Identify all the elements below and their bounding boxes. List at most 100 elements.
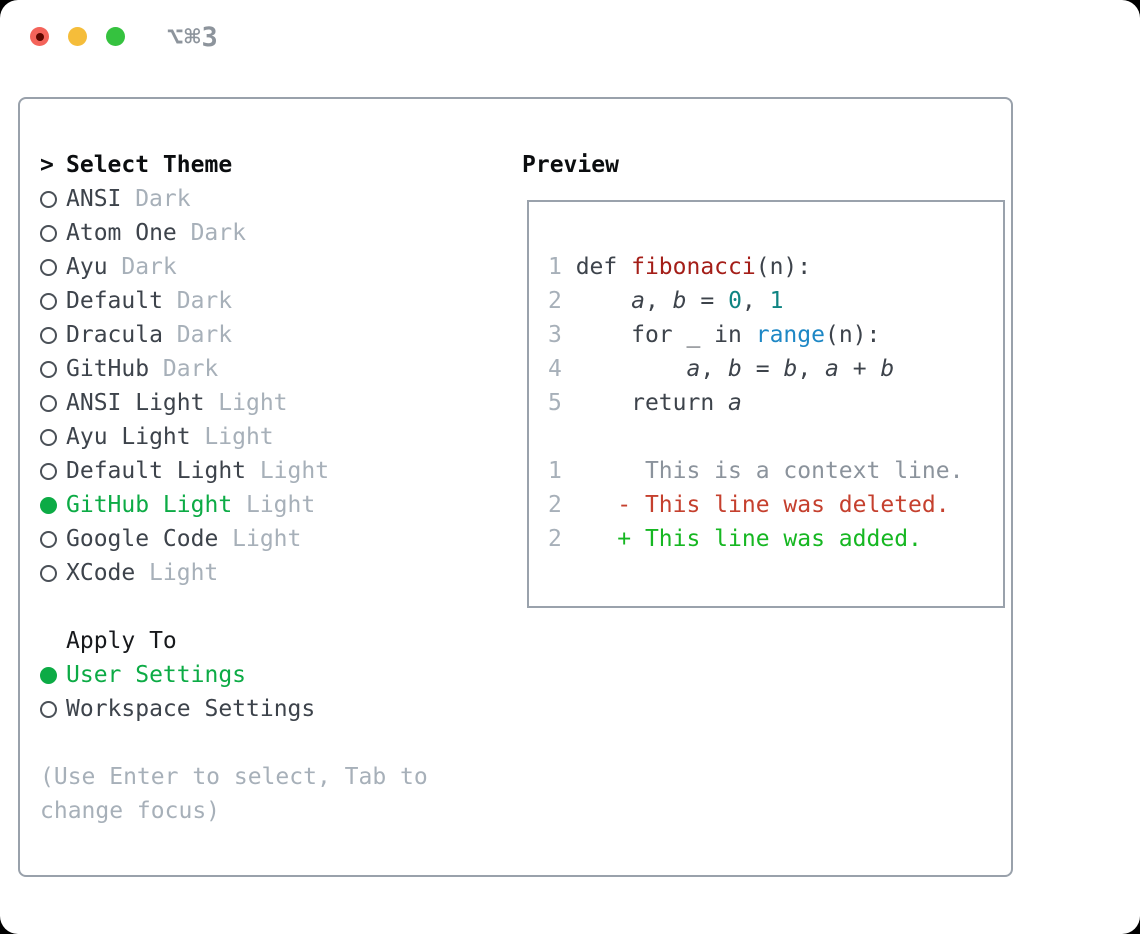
code-segment-code: ,: [644, 288, 673, 314]
apply-to-header: Apply To: [40, 624, 500, 658]
radio-icon: [40, 360, 57, 378]
option-label: Ayu Light: [66, 424, 191, 450]
code-segment-code: +: [838, 356, 881, 382]
option-variant-label: Dark: [176, 322, 233, 348]
theme-option[interactable]: GitHub Light Light: [40, 488, 500, 522]
radio-icon: [40, 462, 57, 480]
apply-to-label: Apply To: [66, 628, 177, 654]
code-segment-del: - This line was deleted.: [575, 492, 950, 518]
theme-option[interactable]: XCode Light: [40, 556, 500, 590]
code-segment-num: 4: [548, 356, 576, 382]
theme-option[interactable]: ANSI Light Light: [40, 386, 500, 420]
option-label: ANSI Light: [66, 390, 205, 416]
preview-code-line: 2 + This line was added.: [548, 522, 1003, 556]
code-segment-add: + This line was added.: [575, 526, 922, 552]
radio-icon: [40, 394, 57, 412]
code-segment-var: b: [672, 288, 687, 314]
radio-selected-icon: [40, 496, 57, 514]
preview-code-line: 1 def fibonacci(n):: [548, 250, 1003, 284]
code-segment-num: 1: [548, 254, 576, 280]
select-theme-label: Select Theme: [66, 152, 233, 178]
traffic-lights: [30, 27, 125, 46]
preview-code-line: 1 This is a context line.: [548, 454, 1003, 488]
preview-code-line: 5 return a: [548, 386, 1003, 420]
option-label: Ayu: [66, 254, 108, 280]
option-variant-label: Light: [218, 390, 288, 416]
code-segment-num: 2: [548, 526, 576, 552]
option-label: ANSI: [66, 186, 122, 212]
apply-to-option[interactable]: User Settings: [40, 658, 500, 692]
code-segment-code: ,: [741, 288, 770, 314]
code-segment-ctx: This is a context line.: [575, 458, 964, 484]
code-segment-var: a: [631, 288, 645, 314]
option-label: GitHub Light: [66, 492, 233, 518]
radio-icon: [40, 258, 57, 276]
radio-icon: [40, 292, 57, 310]
hint-text: (Use Enter to select, Tab to change focu…: [40, 764, 428, 824]
option-variant-label: Dark: [176, 288, 233, 314]
preview-code-line: [548, 420, 1003, 454]
radio-icon: [40, 564, 57, 582]
code-segment-lit: 0: [728, 288, 742, 314]
radio-icon: [40, 428, 57, 446]
code-segment-num: 3: [548, 322, 576, 348]
option-label: Dracula: [66, 322, 163, 348]
code-segment-var: b: [728, 356, 742, 382]
option-variant-label: Light: [149, 560, 219, 586]
code-segment-num: 2: [548, 492, 576, 518]
code-segment-code: =: [686, 288, 729, 314]
code-segment-lit: 1: [769, 288, 784, 314]
theme-option[interactable]: ANSI Dark: [40, 182, 500, 216]
code-segment-code: (n):: [755, 254, 812, 280]
option-variant-label: Dark: [190, 220, 246, 246]
code-segment-builtin: range: [755, 322, 825, 348]
code-segment-code: ,: [700, 356, 729, 382]
code-segment-func: fibonacci: [631, 254, 756, 280]
preview-code-line: 3 for _ in range(n):: [548, 318, 1003, 352]
preview-title: Preview: [522, 152, 619, 178]
radio-icon: [40, 190, 57, 208]
option-variant-label: Light: [204, 424, 274, 450]
radio-icon: [40, 224, 57, 242]
option-label: Workspace Settings: [66, 696, 316, 722]
option-variant-label: Dark: [135, 186, 191, 212]
radio-selected-icon: [40, 666, 57, 684]
zoom-button[interactable]: [106, 27, 125, 46]
radio-icon: [40, 700, 57, 718]
theme-option[interactable]: Dracula Dark: [40, 318, 500, 352]
option-label: Google Code: [66, 526, 219, 552]
code-segment-var: b: [783, 356, 798, 382]
code-segment-code: for _ in: [575, 322, 756, 348]
option-label: XCode: [66, 560, 136, 586]
theme-option[interactable]: Ayu Light Light: [40, 420, 500, 454]
code-segment-code: return: [575, 390, 729, 416]
minimize-button[interactable]: [68, 27, 87, 46]
code-segment-num: 1: [548, 458, 576, 484]
option-label: Default Light: [66, 458, 247, 484]
code-segment-code: [576, 356, 687, 382]
code-segment-var: a: [825, 356, 839, 382]
code-segment-code: [576, 288, 631, 314]
focus-prompt-icon: >: [40, 152, 54, 178]
code-segment-var: a: [728, 390, 742, 416]
close-button[interactable]: [30, 27, 49, 46]
preview-code-line: 4 a, b = b, a + b: [548, 352, 1003, 386]
titlebar: ⌥⌘3: [0, 0, 1140, 97]
apply-to-option[interactable]: Workspace Settings: [40, 692, 500, 726]
code-segment-code: def: [575, 254, 632, 280]
code-segment-code: (n):: [824, 322, 881, 348]
option-variant-label: Light: [245, 492, 316, 518]
code-segment-var: b: [880, 356, 895, 382]
code-segment-var: a: [686, 356, 701, 382]
radio-icon: [40, 326, 57, 344]
